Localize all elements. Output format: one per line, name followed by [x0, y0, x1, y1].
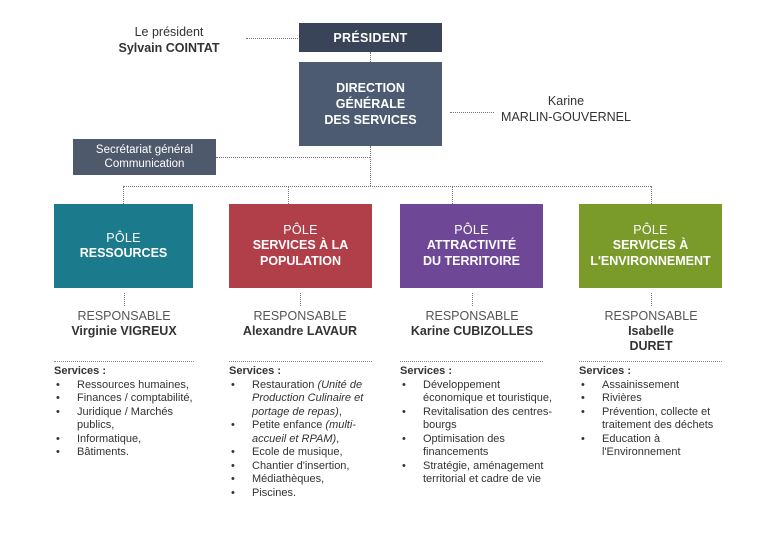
list-item: Assainissement: [579, 379, 729, 393]
secretariat-box[interactable]: Secrétariat général Communication: [73, 139, 216, 175]
dgs-box-line1: DIRECTION: [336, 81, 405, 95]
list-item: Développement économique et touristique,: [400, 379, 560, 406]
list-item: Revitalisation des centres-bourgs: [400, 406, 560, 433]
responsable-name-line2: DURET: [629, 339, 673, 353]
secretariat-line1: Secrétariat général: [95, 144, 194, 156]
connector-president-dgs: [370, 52, 371, 62]
services-population: Services : Restauration (Unité de Produc…: [229, 365, 389, 500]
services-header: Services :: [400, 365, 452, 377]
services-ressources: Services : Ressources humaines, Finances…: [54, 365, 204, 460]
connector-dgs-person: [450, 112, 494, 113]
responsable-label: RESPONSABLE: [77, 309, 171, 323]
services-header: Services :: [579, 365, 631, 377]
divider-3: [400, 361, 543, 362]
responsable-ressources: RESPONSABLE Virginie VIGREUX: [44, 309, 204, 339]
services-header: Services :: [54, 365, 106, 377]
connector-resp-2: [300, 293, 301, 306]
list-item: Juridique / Marchés publics,: [54, 406, 204, 433]
connector-pole-3: [452, 186, 453, 204]
list-item: Rivières: [579, 392, 729, 406]
responsable-label: RESPONSABLE: [604, 309, 698, 323]
service-detail: (multi-accueil et RPAM): [252, 419, 356, 445]
connector-resp-4: [651, 293, 652, 306]
dgs-person: Karine MARLIN-GOUVERNEL: [496, 93, 636, 125]
pole-title-line2: L'ENVIRONNEMENT: [590, 254, 711, 268]
connector-pole-4: [651, 186, 652, 204]
pole-population-box[interactable]: PÔLE SERVICES À LA POPULATION: [229, 204, 372, 288]
pole-title-line1: RESSOURCES: [79, 246, 168, 260]
pole-title-line1: ATTRACTIVITÉ: [426, 238, 517, 252]
list-item: Bâtiments.: [54, 446, 204, 460]
services-environnement: Services : Assainissement Rivières Préve…: [579, 365, 729, 460]
service-name: Petite enfance: [252, 419, 323, 431]
responsable-label: RESPONSABLE: [425, 309, 519, 323]
list-item: Piscines.: [229, 487, 389, 501]
dgs-person-first: Karine: [547, 94, 585, 108]
pole-title-line2: DU TERRITOIRE: [423, 254, 520, 268]
president-box[interactable]: PRÉSIDENT: [299, 23, 442, 52]
responsable-population: RESPONSABLE Alexandre LAVAUR: [220, 309, 380, 339]
dgs-box-line2: GÉNÉRALE: [335, 97, 406, 111]
connector-president-name: [246, 38, 298, 39]
responsable-label: RESPONSABLE: [253, 309, 347, 323]
dgs-box-line3: DES SERVICES: [324, 113, 417, 127]
list-item: Médiathèques,: [229, 473, 389, 487]
service-name: Restauration: [252, 378, 315, 391]
list-item: Education à l'Environnement: [579, 433, 729, 460]
connector-resp-3: [472, 293, 473, 306]
service-detail: (Unité de Production Culinaire et portag…: [252, 378, 364, 418]
connector-dgs-trunk: [370, 146, 371, 186]
president-name: Sylvain COINTAT: [118, 41, 220, 55]
list-item: Optimisation des financements: [400, 433, 560, 460]
responsable-name: Alexandre LAVAUR: [242, 324, 358, 338]
list-item: Informatique,: [54, 433, 204, 447]
connector-pole-1: [123, 186, 124, 204]
president-box-label: PRÉSIDENT: [333, 30, 408, 45]
dgs-box[interactable]: DIRECTION GÉNÉRALE DES SERVICES: [299, 62, 442, 146]
connector-pole-2: [288, 186, 289, 204]
pole-label: PÔLE: [633, 223, 668, 237]
responsable-name-line1: Isabelle: [628, 324, 674, 338]
divider-1: [54, 361, 194, 362]
pole-label: PÔLE: [106, 231, 141, 245]
responsable-name: Karine CUBIZOLLES: [410, 324, 534, 338]
responsable-attractivite: RESPONSABLE Karine CUBIZOLLES: [392, 309, 552, 339]
pole-label: PÔLE: [454, 223, 489, 237]
list-item: Prévention, collecte et traitement des d…: [579, 406, 729, 433]
connector-resp-1: [124, 293, 125, 306]
connector-secretariat: [216, 157, 370, 158]
connector-poles-bus: [123, 186, 651, 187]
pole-attractivite-box[interactable]: PÔLE ATTRACTIVITÉ DU TERRITOIRE: [400, 204, 543, 288]
list-item: Chantier d'insertion,: [229, 460, 389, 474]
pole-title-line1: SERVICES À: [612, 238, 689, 252]
list-item: Petite enfance (multi-accueil et RPAM),: [229, 419, 389, 446]
list-item: Restauration (Unité de Production Culina…: [229, 379, 389, 420]
dgs-person-last: MARLIN-GOUVERNEL: [501, 110, 631, 124]
pole-environnement-box[interactable]: PÔLE SERVICES À L'ENVIRONNEMENT: [579, 204, 722, 288]
pole-title-line2: POPULATION: [259, 254, 342, 268]
pole-title-line1: SERVICES À LA: [252, 238, 349, 252]
pole-label: PÔLE: [283, 223, 318, 237]
service-punct: ,: [338, 405, 342, 418]
service-punct: ,: [336, 432, 340, 445]
secretariat-line2: Communication: [104, 158, 185, 170]
services-attractivite: Services : Développement économique et t…: [400, 365, 560, 487]
list-item: Finances / comptabilité,: [54, 392, 204, 406]
list-item: Stratégie, aménagement territorial et ca…: [400, 460, 560, 487]
president-person: Le président Sylvain COINTAT: [110, 24, 228, 56]
divider-2: [229, 361, 372, 362]
services-header: Services :: [229, 365, 281, 377]
responsable-name: Virginie VIGREUX: [71, 324, 177, 338]
responsable-environnement: RESPONSABLE Isabelle DURET: [571, 309, 731, 354]
list-item: Ecole de musique,: [229, 446, 389, 460]
divider-4: [579, 361, 722, 362]
pole-ressources-box[interactable]: PÔLE RESSOURCES: [54, 204, 193, 288]
list-item: Ressources humaines,: [54, 379, 204, 393]
president-role-label: Le président: [134, 25, 204, 39]
